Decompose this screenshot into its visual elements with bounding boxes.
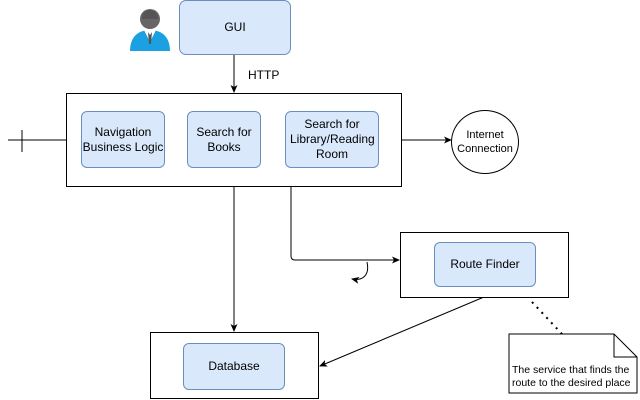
search-books-label: Search for Books [196,124,252,154]
route-to-database-arrow [319,296,485,367]
search-books-box[interactable]: Search for Books [187,111,261,168]
gui-label: GUI [224,20,246,34]
database-label: Database [208,359,260,373]
route-service-note: The service that finds the route to the … [509,334,637,393]
note-connector [531,301,563,335]
route-finder-label: Route Finder [450,257,520,271]
gui-box[interactable]: GUI [179,0,291,55]
search-library-box[interactable]: Search for Library/Reading Room [285,111,379,168]
route-finder-box[interactable]: Route Finder [434,242,536,287]
database-box[interactable]: Database [183,343,285,390]
route-service-note-text: The service that finds the route to the … [512,364,631,389]
internet-connection-label: Internet Connection [457,129,513,155]
internet-connection-node[interactable]: Internet Connection [451,110,519,174]
note-shape [508,333,638,394]
search-library-label: Search for Library/Reading Room [290,117,375,161]
navigation-business-logic-box[interactable]: Navigation Business Logic [81,111,165,168]
user-icon [130,9,170,51]
note-fold [613,334,637,358]
navigation-business-logic-label: Navigation Business Logic [82,124,164,154]
route-arrow [290,187,400,264]
http-label: HTTP [248,68,280,82]
return-arrow [351,261,369,284]
